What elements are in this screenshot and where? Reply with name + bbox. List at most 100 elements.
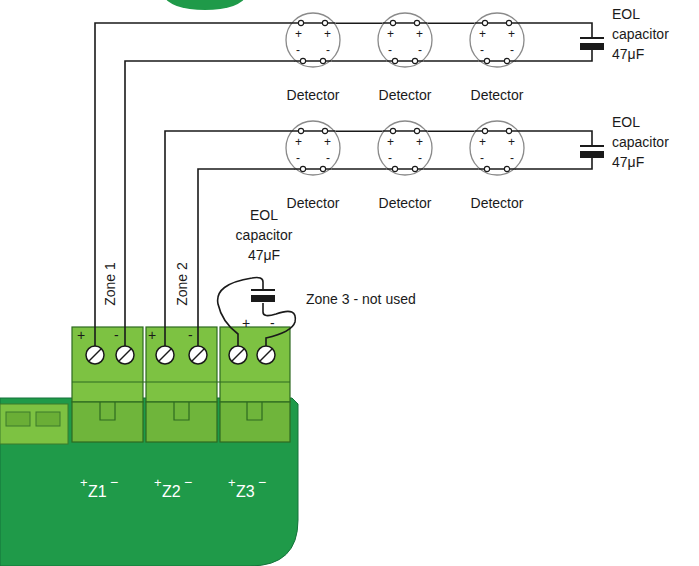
detector-wire [424, 168, 479, 170]
internal-link [291, 130, 335, 131]
capacitor-label: EOL capacitor 47μF [612, 112, 696, 172]
detector-terminal [392, 58, 397, 63]
detector-body [378, 121, 432, 175]
terminal-polarity: + [228, 475, 236, 490]
detector-terminal [504, 58, 509, 63]
detector-terminal [300, 166, 305, 171]
board-edge [165, 0, 245, 10]
terminal-polarity: + [154, 475, 162, 490]
polarity-mark: - [388, 44, 392, 57]
polarity-mark: + [508, 28, 515, 41]
polarity-mark: - [480, 152, 484, 165]
polarity-mark: + [416, 28, 423, 41]
polarity-mark: - [296, 44, 300, 57]
zone-note: Zone 3 - not used [306, 290, 416, 308]
polarity-mark: + [295, 136, 302, 149]
detector-terminal [392, 166, 397, 171]
detector-terminal [320, 166, 325, 171]
detector-terminal [484, 58, 489, 63]
detector-body [378, 13, 432, 67]
detector-terminal [414, 128, 419, 133]
polarity-mark: + [324, 136, 331, 149]
detector-wire [424, 60, 479, 62]
circuit-board [0, 398, 298, 566]
smoke-detector: ++--Detector [469, 120, 525, 176]
polarity-mark: + [479, 28, 486, 41]
polarity-mark: - [480, 44, 484, 57]
connector-slot [36, 412, 60, 426]
terminal-blocks [72, 327, 290, 442]
polarity-mark: + [295, 28, 302, 41]
polarity-mark: - [114, 326, 119, 344]
terminal-name: Z3 [236, 483, 255, 501]
zone-wiring [95, 23, 592, 346]
polarity-mark: - [296, 152, 300, 165]
detector-label: Detector [379, 87, 432, 103]
zone-label: Zone 2 [173, 262, 191, 306]
terminal-polarity: − [184, 474, 192, 490]
detector-terminal [504, 166, 509, 171]
polarity-mark: + [387, 28, 394, 41]
detector-outline [285, 120, 341, 176]
detector-label: Detector [287, 195, 340, 211]
internal-link [475, 22, 519, 23]
detector-outline [469, 12, 525, 68]
detector-terminal [506, 20, 511, 25]
polarity-mark: + [77, 326, 85, 344]
detector-body [286, 13, 340, 67]
eol-capacitor-symbols [251, 38, 604, 302]
detector-terminal [482, 128, 487, 133]
detector-wire [427, 22, 474, 24]
internal-link [383, 130, 427, 131]
smoke-detector: ++--Detector [285, 12, 341, 68]
detector-label: Detector [287, 87, 340, 103]
detector-terminal [300, 58, 305, 63]
polarity-mark: + [387, 136, 394, 149]
detector-outline [469, 120, 525, 176]
polarity-mark: + [479, 136, 486, 149]
detector-outline [377, 12, 433, 68]
detector-outline [377, 120, 433, 176]
polarity-mark: - [418, 152, 422, 165]
capacitor-label: EOL capacitor 47μF [612, 4, 696, 64]
detector-terminal [390, 128, 395, 133]
detector-label: Detector [471, 87, 524, 103]
terminal-name: Z1 [88, 483, 107, 501]
terminal-screws [86, 346, 275, 364]
polarity-mark: - [326, 44, 330, 57]
polarity-mark: - [270, 314, 275, 332]
polarity-mark: - [510, 44, 514, 57]
detector-body [470, 13, 524, 67]
detector-terminal [390, 20, 395, 25]
polarity-mark: + [148, 326, 156, 344]
detector-terminal [412, 58, 417, 63]
detector-terminal [320, 58, 325, 63]
zone-label: Zone 1 [101, 262, 119, 306]
detector-wire [335, 22, 382, 24]
detector-body [286, 121, 340, 175]
connector-slot [6, 412, 30, 426]
detector-wire [335, 130, 382, 132]
internal-link [383, 22, 427, 23]
detector-terminal [484, 166, 489, 171]
polarity-mark: + [508, 136, 515, 149]
polarity-mark: + [242, 314, 250, 332]
detector-label: Detector [379, 195, 432, 211]
terminal-polarity: − [258, 474, 266, 490]
detector-label: Detector [471, 195, 524, 211]
detector-terminal [298, 128, 303, 133]
detector-terminal [322, 128, 327, 133]
polarity-mark: - [188, 326, 193, 344]
internal-link [475, 130, 519, 131]
smoke-detector: ++--Detector [469, 12, 525, 68]
smoke-detector: ++--Detector [285, 120, 341, 176]
terminal-polarity: − [110, 474, 118, 490]
polarity-mark: + [324, 28, 331, 41]
detector-terminal [506, 128, 511, 133]
polarity-mark: - [418, 44, 422, 57]
terminal-name: Z2 [162, 483, 181, 501]
detector-outline [285, 12, 341, 68]
connector-block [0, 404, 68, 444]
detector-terminal [298, 20, 303, 25]
detector-wire [427, 130, 474, 132]
